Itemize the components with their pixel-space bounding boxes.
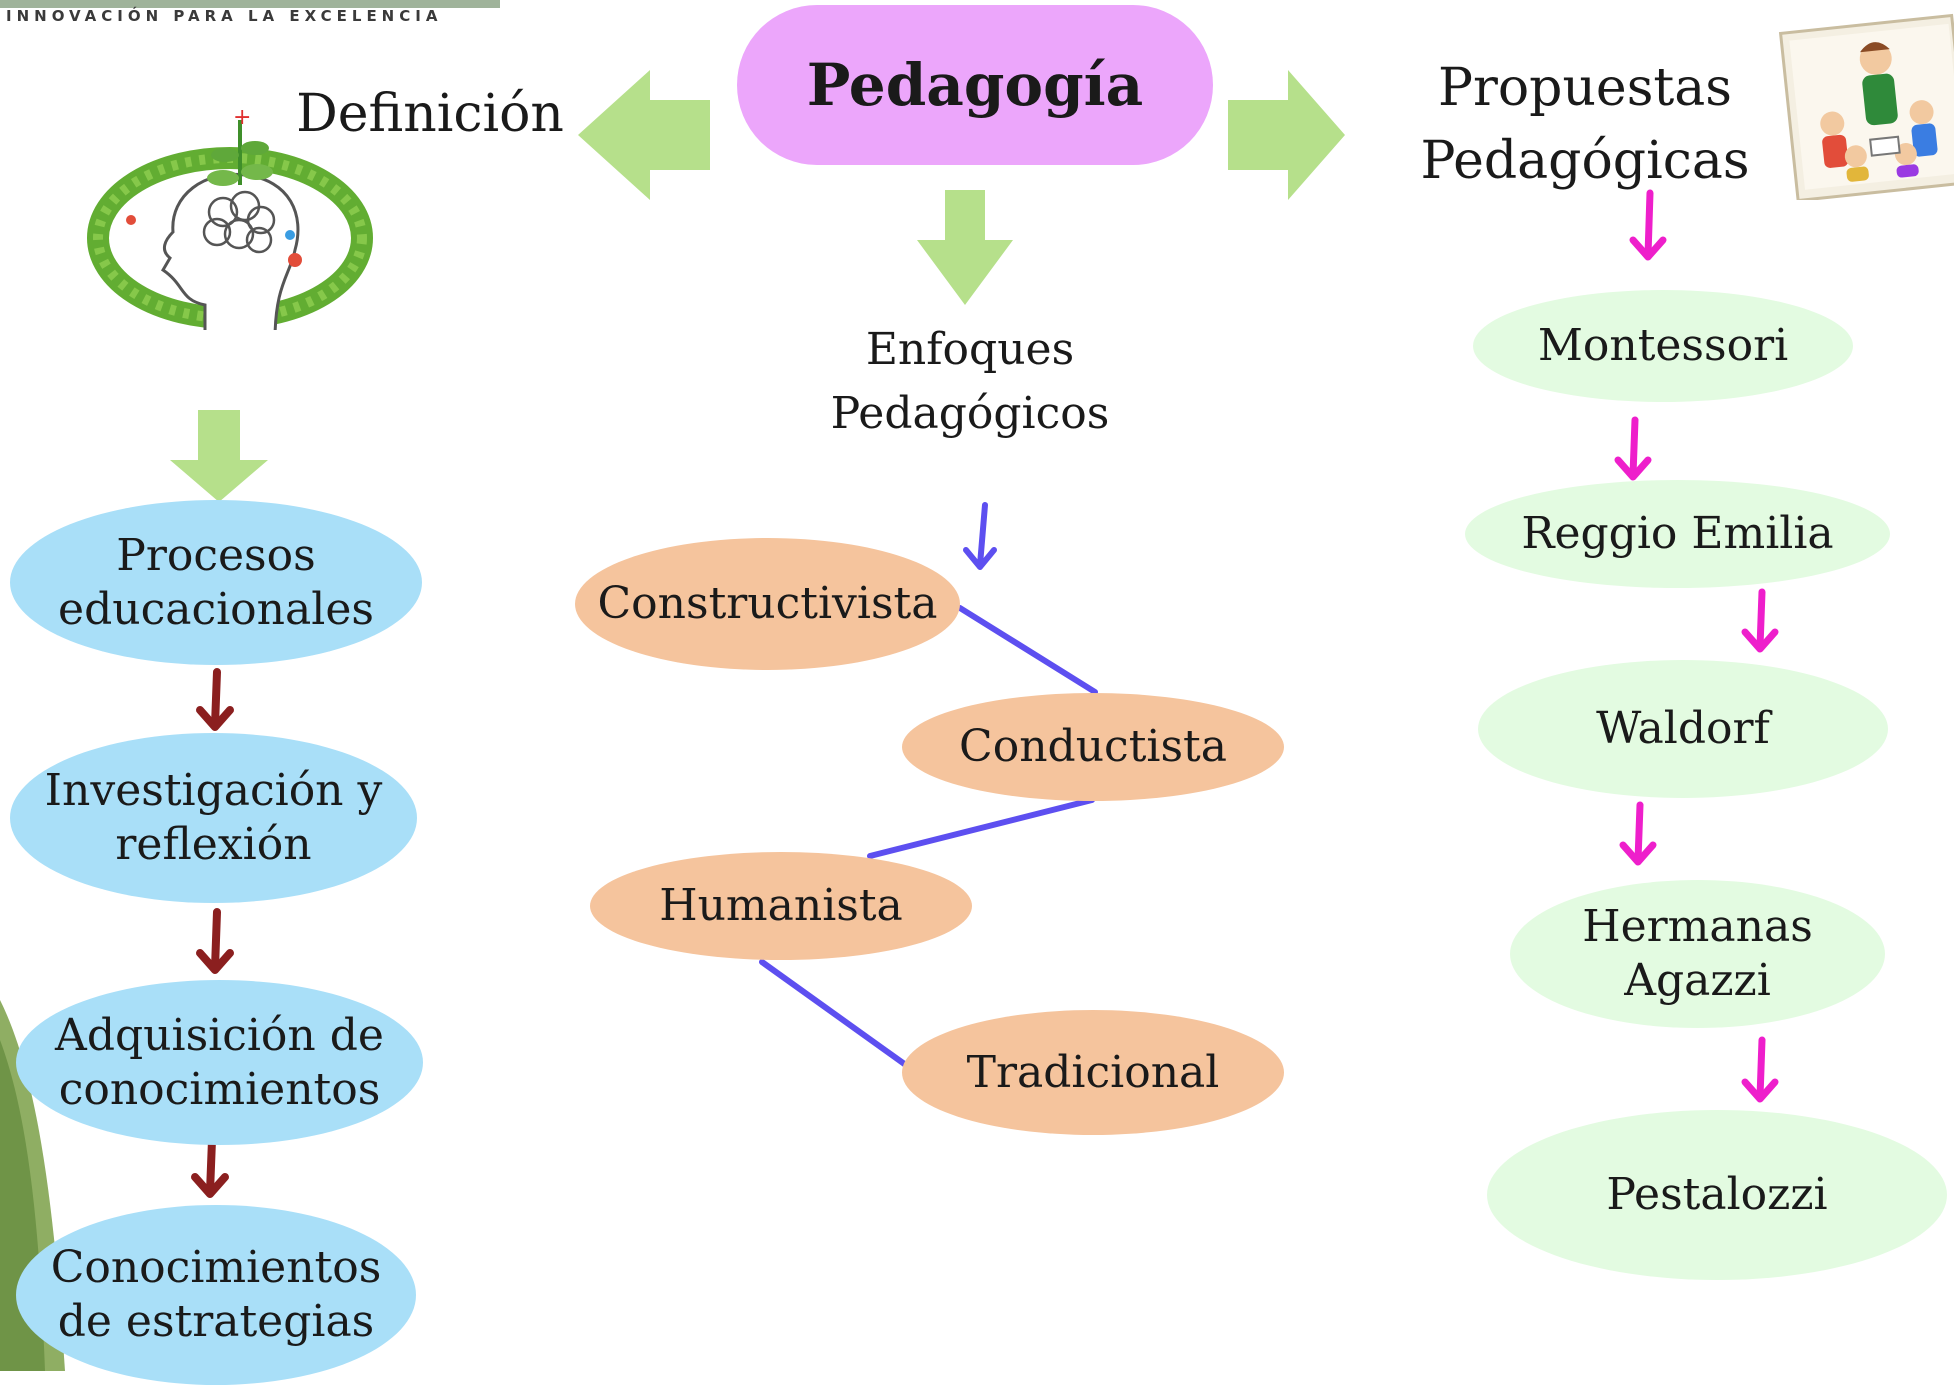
right-node-reggio-emilia: Reggio Emilia — [1465, 480, 1890, 588]
root-node: Pedagogía — [737, 5, 1213, 165]
center-node-constructivista: Constructivista — [575, 538, 960, 670]
branch-title-propuestas: Propuestas Pedagógicas — [1420, 58, 1750, 191]
right-node-pestalozzi: Pestalozzi — [1487, 1110, 1947, 1280]
tagline: INNOVACIÓN PARA LA EXCELENCIA — [6, 7, 443, 25]
center-node-tradicional: Tradicional — [902, 1010, 1284, 1135]
center-connectors — [759, 502, 1098, 1071]
center-node-conductista: Conductista — [902, 693, 1284, 801]
head-brain-plant-icon: + — [87, 105, 373, 330]
right-node-montessori: Montessori — [1473, 290, 1853, 402]
left-chain-arrows — [191, 668, 234, 1198]
root-label: Pedagogía — [806, 50, 1144, 119]
branch-title-definicion: Definición — [296, 84, 564, 144]
arrow-down-left-icon — [170, 410, 268, 502]
center-node-humanista: Humanista — [590, 852, 972, 960]
arrow-right-icon — [1228, 70, 1345, 200]
svg-text:+: + — [233, 105, 251, 130]
right-node-hermanas-agazzi: Hermanas Agazzi — [1510, 880, 1885, 1028]
branch-title-enfoques: Enfoques Pedagógicos — [830, 324, 1110, 439]
arrow-left-icon — [578, 70, 710, 200]
right-chain-arrows — [1614, 189, 1779, 1103]
arrow-down-center-icon — [917, 190, 1013, 305]
teacher-children-reading-icon — [1778, 13, 1954, 200]
banner-strip — [0, 0, 500, 8]
right-node-waldorf: Waldorf — [1478, 660, 1888, 798]
